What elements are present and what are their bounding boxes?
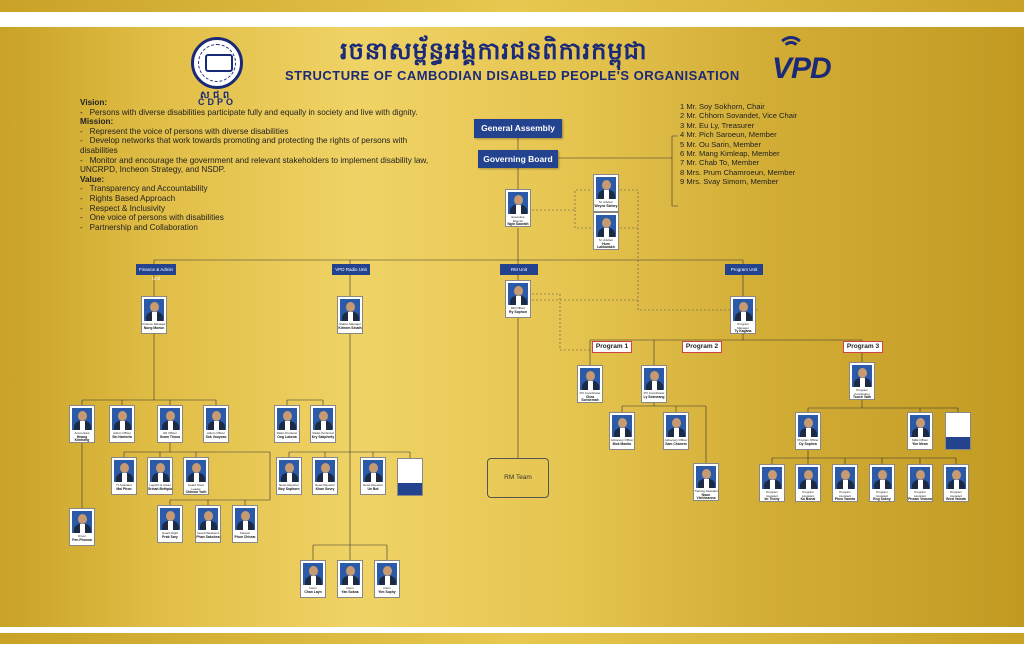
unit-finance-admin: Finance & Admin Unit	[136, 264, 176, 281]
program-2-label: Program 2	[682, 341, 722, 353]
mission-item: - Represent the voice of persons with di…	[80, 126, 289, 136]
rm-team-box: RM Team	[487, 458, 549, 498]
unit-rm: RM Unit	[500, 264, 538, 275]
board-member-list: 1 Mr. Soy Sokhorn, Chair 2 Mr. Chhorn So…	[680, 102, 797, 187]
vision-heading: Vision:	[80, 98, 108, 107]
governing-board-box: Governing Board	[478, 150, 558, 168]
title-english: STRUCTURE OF CAMBODIAN DISABLED PEOPLE'S…	[285, 68, 740, 83]
program-1-label: Program 1	[592, 341, 632, 353]
value-item: - Rights Based Approach	[80, 193, 176, 203]
mission-item: - Develop networks that work towards pro…	[80, 136, 408, 155]
cdpo-khmer-label: ស ជ ព	[200, 90, 230, 101]
board-member: 7 Mr. Chab To, Member	[680, 158, 760, 168]
board-member: 8 Mrs. Prum Chamroeun, Member	[680, 167, 796, 177]
value-item: - Respect & Inclusivity	[80, 203, 166, 213]
board-member: 5 Mr. Ou Sarin, Member	[680, 139, 762, 149]
value-item: - Partnership and Collaboration	[80, 222, 198, 232]
board-member: 6 Mr. Mang Kimleap, Member	[680, 149, 780, 159]
program-3-label: Program 3	[843, 341, 883, 353]
cdpo-acronym: CDPO	[198, 97, 237, 107]
signal-icon	[777, 36, 805, 64]
value-heading: Value:	[80, 174, 105, 184]
board-member: 4 Mr. Pich Saroeun, Member	[680, 130, 777, 140]
mission-heading: Mission:	[80, 117, 114, 127]
unit-program: Program Unit	[725, 264, 763, 275]
general-assembly-box: General Assembly	[474, 119, 562, 138]
vision-item: - Persons with diverse disabilities part…	[80, 107, 418, 117]
board-member: 3 Mr. Eu Ly, Treasurer	[680, 120, 755, 130]
signal-icon-inner	[782, 41, 800, 59]
board-member: 1 Mr. Soy Sokhorn, Chair	[680, 102, 765, 111]
board-member: 9 Mrs. Svay Simorn, Member	[680, 177, 779, 187]
value-item: - One voice of persons with disabilities	[80, 213, 224, 223]
vision-mission-values: Vision: - Persons with diverse disabilit…	[80, 98, 440, 232]
value-item: - Transparency and Accountability	[80, 184, 208, 194]
mission-item: - Monitor and encourage the government a…	[80, 155, 429, 175]
board-member: 2 Mr. Chhorn Sovandet, Vice Chair	[680, 111, 798, 121]
vacant-position	[397, 458, 423, 496]
cdpo-logo	[191, 37, 243, 89]
top-stripe	[0, 0, 1024, 12]
vpd-logo: VPD	[772, 52, 832, 85]
unit-vpd-radio: VPD Radio Unit	[332, 264, 370, 275]
bottom-stripe	[0, 633, 1024, 644]
title-khmer: រចនាសម្ព័ន្ធអង្គការជនពិការកម្ពុជា	[340, 37, 648, 65]
vacant-position	[945, 412, 971, 450]
